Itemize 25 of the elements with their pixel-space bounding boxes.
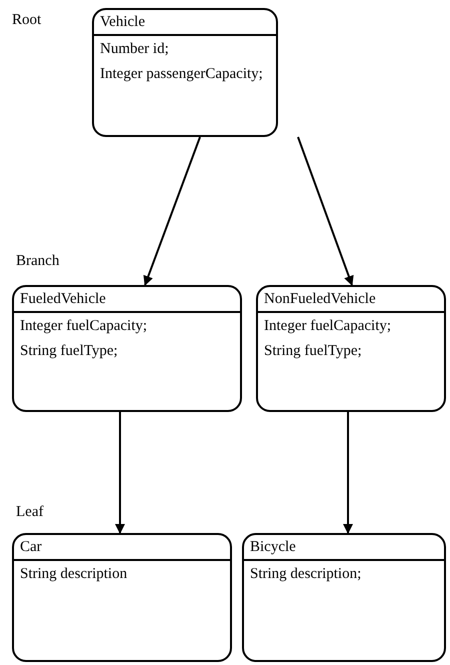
class-field: Integer fuelCapacity; (14, 313, 240, 338)
class-field: Integer fuelCapacity; (258, 313, 444, 338)
arrow (297, 136, 354, 286)
arrow (143, 136, 201, 286)
class-name: Car (14, 535, 230, 561)
class-field: String description; (244, 561, 444, 586)
class-field: String fuelType; (14, 338, 240, 363)
arrow (343, 412, 353, 534)
class-field: Number id; (94, 36, 276, 61)
class-box (12, 533, 232, 662)
class-box (242, 533, 446, 662)
class-name: Vehicle (94, 10, 276, 36)
class-field: String fuelType; (258, 338, 444, 363)
level-label: Root (12, 12, 42, 29)
level-label: Branch (16, 253, 60, 270)
level-label: Leaf (16, 504, 44, 521)
class-field: Integer passengerCapacity; (94, 61, 276, 86)
class-name: Bicycle (244, 535, 444, 561)
class-name: NonFueledVehicle (258, 287, 444, 313)
class-box (92, 8, 278, 137)
class-name: FueledVehicle (14, 287, 240, 313)
class-box (256, 285, 446, 412)
arrow (115, 412, 125, 534)
class-box (12, 285, 242, 412)
class-field: String description (14, 561, 230, 586)
